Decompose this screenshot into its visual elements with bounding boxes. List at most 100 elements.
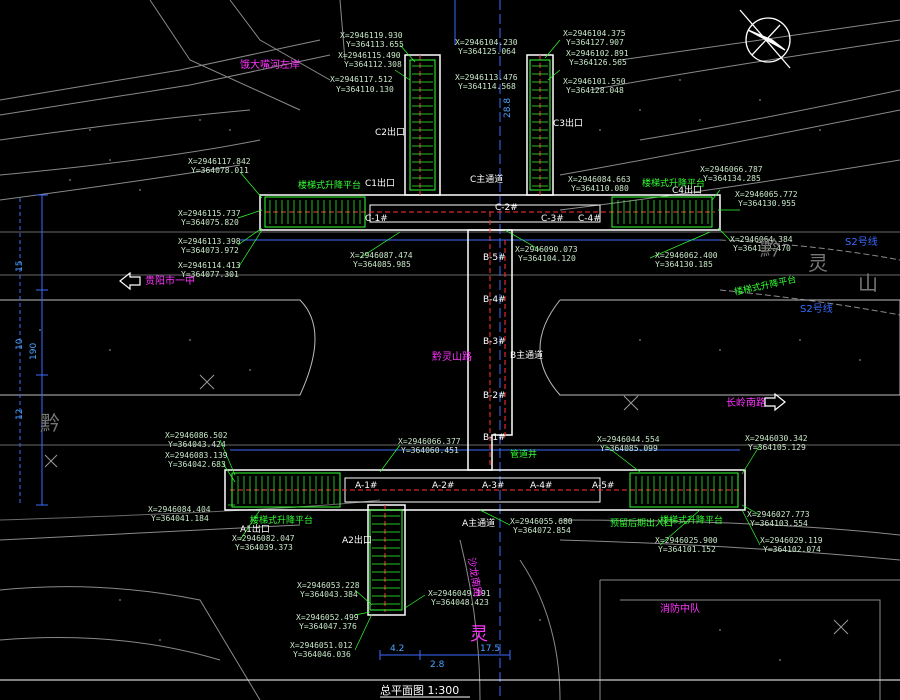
coord-label: Y=364072.854: [513, 526, 571, 535]
coord-label: X=2946066.377: [398, 437, 461, 446]
coord-label: X=2946053.228: [297, 581, 360, 590]
coord-label: X=2946083.139: [165, 451, 228, 460]
coord-label: X=2946119.930: [340, 31, 403, 40]
left-arrow-icon: [119, 271, 141, 291]
coord-label: X=2946051.012: [290, 641, 353, 650]
segment-label: C-3#: [541, 214, 564, 224]
coord-label: X=2946087.474: [350, 251, 413, 260]
coord-label: Y=364042.683: [168, 460, 226, 469]
coord-label: Y=364102.074: [763, 545, 821, 554]
coord-label: X=2946084.663: [568, 175, 631, 184]
coord-label: X=2946064.384: [730, 235, 793, 244]
coord-label: X=2946049.191: [428, 589, 491, 598]
coord-label: X=2946117.512: [330, 75, 393, 84]
coord-label: Y=364078.011: [191, 166, 249, 175]
coord-label: X=2946084.404: [148, 505, 211, 514]
coord-label: Y=364105.129: [748, 443, 806, 452]
platform-label: 楼梯式升降平台: [660, 514, 723, 526]
coord-label: X=2946113.476: [455, 73, 518, 82]
platform-label: 楼梯式升降平台: [733, 273, 797, 298]
coord-label: Y=364075.820: [181, 218, 239, 227]
exit-label-c1: C1出口: [365, 177, 395, 189]
coord-label: Y=364132.470: [733, 244, 791, 253]
segment-label: B主通道: [510, 349, 543, 361]
coord-label: X=2946114.413: [178, 261, 241, 270]
coord-label: Y=364110.130: [336, 85, 394, 94]
coord-label: X=2946102.891: [566, 49, 629, 58]
coord-label: X=2946115.490: [338, 51, 401, 60]
coord-label: Y=364112.308: [344, 60, 402, 69]
dimension-label: 17.5: [480, 644, 500, 654]
line-label: S2号线: [845, 235, 878, 248]
coord-label: X=2946025.900: [655, 536, 718, 545]
coord-label: X=2946082.047: [232, 534, 295, 543]
road-char: 灵: [470, 624, 488, 645]
segment-label: A主通道: [462, 517, 495, 529]
coord-label: Y=364128.048: [566, 86, 624, 95]
coord-label: X=2946052.499: [296, 613, 359, 622]
road-char: 黔: [40, 411, 60, 435]
coord-label: X=2946090.073: [515, 245, 578, 254]
segment-label: B-1#: [483, 433, 506, 443]
right-arrow-icon: [764, 392, 786, 412]
coord-label: Y=364101.152: [658, 545, 716, 554]
dimension-label: 2.8: [430, 660, 445, 670]
drawing-title: 总平面图 1:300: [380, 683, 459, 697]
place-labels: 黔灵山路 贵阳市一中 长岭南路 饿大嘴河左岸 沙龙南路 消防中队 S2号线 S2…: [40, 58, 878, 645]
coord-label: X=2946104.375: [563, 29, 626, 38]
segment-label: C主通道: [470, 173, 503, 185]
survey-crosses: [44, 374, 849, 635]
exit-label-a2: A2出口: [342, 534, 372, 546]
coord-label: Y=364043.424: [168, 440, 226, 449]
coord-label: X=2946086.502: [165, 431, 228, 440]
dimension-labels: 15 10 12 190 28.8 17.5 4.2 2.8: [15, 98, 513, 670]
segment-labels: C主通道 B主通道 A主通道 C-1# C-2# C-3# C-4# B-5# …: [355, 173, 614, 529]
segment-label: A-1#: [355, 481, 377, 491]
road-char: 山: [858, 271, 878, 295]
segment-label: C-2#: [495, 203, 518, 213]
coord-label: Y=364073.972: [181, 246, 239, 255]
coord-label: Y=364110.080: [571, 184, 629, 193]
dimension-label: 4.2: [390, 644, 404, 654]
segment-label: C-4#: [578, 214, 601, 224]
coord-label: X=2946044.554: [597, 435, 660, 444]
segment-label: A-4#: [530, 481, 552, 491]
platform-label: 楼梯式升降平台: [250, 514, 313, 526]
exit-label-c2: C2出口: [375, 126, 405, 138]
dimension-label: 10: [15, 338, 25, 350]
coord-label: X=2946117.842: [188, 157, 251, 166]
road-label: 饿大嘴河左岸: [240, 58, 300, 71]
coord-label: Y=364047.376: [299, 622, 357, 631]
segment-label: B-3#: [483, 337, 506, 347]
coord-label: X=2946027.773: [747, 510, 810, 519]
segment-label: B-5#: [483, 253, 506, 263]
platform-label: 楼梯式升降平台: [298, 179, 361, 191]
coord-label: Y=364103.554: [750, 519, 808, 528]
exit-labels: C2出口 C3出口 C1出口 C4出口 A1出口 A2出口: [240, 117, 702, 546]
stair-hatching: [237, 65, 733, 605]
dimension-label: 15: [15, 261, 25, 272]
dimension-lines: [19, 0, 740, 700]
coord-label: X=2946104.230: [455, 38, 518, 47]
leader-lines: [219, 39, 761, 651]
exit-label-a1: A1出口: [240, 523, 270, 535]
platform-label: 楼梯式升降平台: [642, 177, 705, 189]
exit-label-c4: C4出口: [672, 184, 702, 196]
coord-label: X=2946030.342: [745, 434, 808, 443]
place-label: 消防中队: [660, 602, 700, 615]
segment-label: B-2#: [483, 391, 506, 401]
coord-label: X=2946065.772: [735, 190, 798, 199]
coord-label: Y=364126.565: [569, 58, 627, 67]
coord-label: X=2946055.680: [510, 517, 573, 526]
road-char: 黔: [760, 236, 780, 260]
direction-label-left: 贵阳市一中: [145, 274, 195, 287]
coord-label: Y=364043.384: [300, 590, 358, 599]
dimension-label: 190: [29, 343, 39, 360]
coord-label: X=2946062.400: [655, 251, 718, 260]
coord-label: Y=364127.907: [566, 38, 624, 47]
coord-label: X=2946066.787: [700, 165, 763, 174]
direction-label-right: 长岭南路: [726, 396, 766, 409]
coord-label: X=2946101.550: [563, 77, 626, 86]
coord-label: Y=364130.955: [738, 199, 796, 208]
